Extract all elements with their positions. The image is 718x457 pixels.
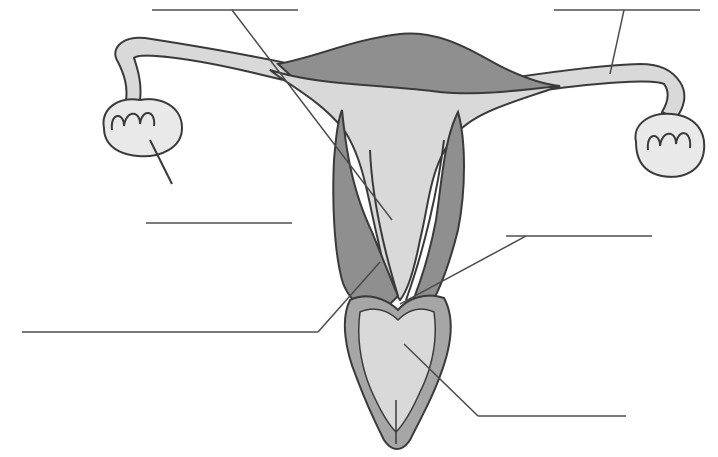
right-ovary	[635, 114, 704, 177]
uterus-body	[270, 70, 560, 300]
left-fallopian-tube	[115, 38, 300, 100]
left-ovary	[103, 99, 182, 156]
